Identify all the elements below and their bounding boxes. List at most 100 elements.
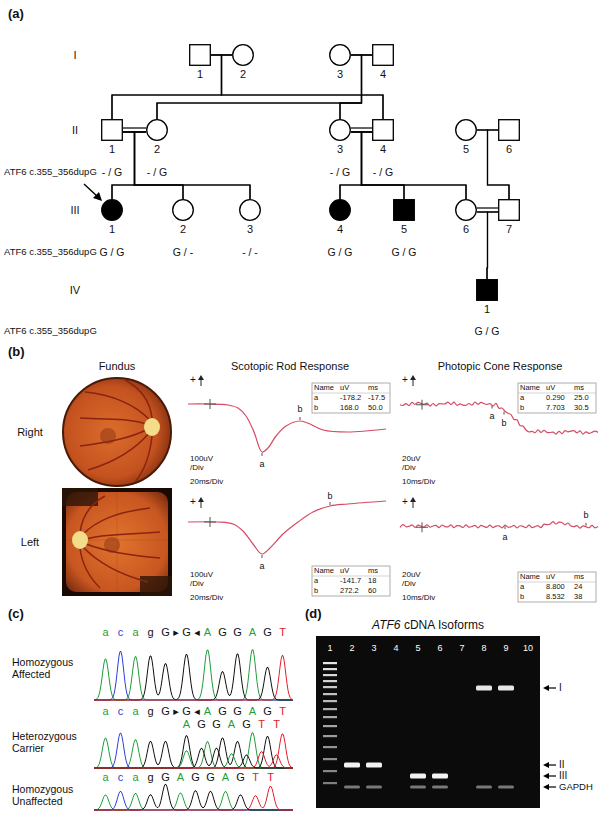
variant-label: ATF6 c.355_356dupG bbox=[4, 326, 97, 337]
table-cell: 0.290 bbox=[546, 394, 565, 403]
individual-number: 2 bbox=[180, 223, 186, 235]
chromatogram-trace bbox=[94, 786, 293, 810]
line-segment bbox=[157, 55, 362, 119]
base-letter: ▸ bbox=[173, 626, 179, 639]
ladder-band bbox=[323, 746, 337, 748]
female-symbol bbox=[330, 200, 351, 221]
pedigree-individual: 2 bbox=[146, 119, 168, 141]
pedigree-individual: 4 bbox=[372, 119, 394, 141]
pedigree-line bbox=[351, 132, 466, 199]
pedigree-individual: 1 bbox=[189, 44, 211, 66]
genotype: - / G bbox=[373, 166, 393, 178]
line-segment bbox=[477, 212, 488, 279]
lane-number: 3 bbox=[371, 643, 376, 653]
ladder-band bbox=[323, 770, 337, 772]
base-letter: A bbox=[200, 705, 215, 718]
genotype: G / - bbox=[173, 246, 193, 258]
table-cell: ms bbox=[574, 384, 584, 393]
drawing-part bbox=[62, 488, 98, 506]
marker-tick bbox=[505, 526, 506, 529]
band-arrow bbox=[543, 762, 549, 768]
individual-number: 5 bbox=[401, 223, 407, 235]
table-cell: 7.703 bbox=[546, 404, 565, 413]
gel-band bbox=[344, 763, 360, 768]
drawing-part bbox=[86, 532, 160, 539]
table-cell: a bbox=[520, 394, 524, 403]
pedigree-line bbox=[477, 212, 488, 279]
line-segment bbox=[362, 132, 467, 199]
gel-band bbox=[410, 774, 426, 779]
table-cell: Name bbox=[314, 567, 334, 576]
drawing-part bbox=[62, 488, 172, 596]
chromatogram-trace bbox=[94, 650, 293, 700]
base-letter: G bbox=[158, 771, 173, 784]
line-segment bbox=[340, 132, 362, 199]
ladder-band bbox=[323, 693, 337, 695]
erg-trace bbox=[400, 522, 598, 528]
genotype: - / G bbox=[147, 166, 167, 178]
chromatogram-trace bbox=[94, 651, 293, 700]
axis-arrow bbox=[198, 375, 204, 380]
table-cell: b bbox=[520, 593, 524, 602]
table-cell: a bbox=[520, 583, 524, 592]
generation-label: IV bbox=[70, 284, 80, 297]
polarity-mark: + bbox=[190, 496, 196, 508]
value-table bbox=[518, 383, 596, 413]
base-letter: G bbox=[233, 771, 248, 784]
chromatogram-trace bbox=[94, 751, 293, 768]
base-letter: G bbox=[239, 718, 254, 731]
pedigree-line bbox=[123, 132, 183, 199]
base-letter: G bbox=[209, 718, 224, 731]
table-cell: ms bbox=[368, 567, 378, 576]
base-letter: c bbox=[113, 626, 128, 639]
eye-label: Right bbox=[17, 426, 43, 439]
pedigree-individual: 6 bbox=[498, 119, 520, 141]
individual-number: 5 bbox=[463, 143, 469, 155]
base-letter: G bbox=[158, 626, 173, 639]
ladder-band bbox=[323, 686, 337, 688]
erg-trace bbox=[188, 501, 386, 554]
drawing-part bbox=[72, 531, 88, 549]
axis-scale: 100uV /Div bbox=[190, 454, 220, 472]
drawing-part bbox=[135, 436, 152, 482]
fundus-photo-left bbox=[62, 488, 172, 596]
table-cell: b bbox=[314, 404, 318, 413]
marker-tick bbox=[262, 555, 263, 558]
base-letter: g bbox=[143, 771, 158, 784]
table-cell: b bbox=[520, 404, 524, 413]
pedigree-individual: 4 bbox=[329, 199, 351, 221]
pedigree-symbol bbox=[329, 119, 351, 141]
male-symbol bbox=[499, 120, 520, 141]
base-letter: a bbox=[98, 705, 113, 718]
base-letter: A bbox=[173, 771, 188, 784]
lane-number: 9 bbox=[503, 643, 508, 653]
proband-arrow bbox=[84, 184, 102, 201]
male-symbol bbox=[477, 280, 498, 301]
genotype-row-label: Homozygous Unaffected bbox=[12, 783, 92, 807]
panel-letter: (c) bbox=[8, 607, 24, 622]
line-segment bbox=[362, 132, 405, 199]
pedigree-individual: 2 bbox=[232, 44, 254, 66]
axis-scale: 20ms/Div bbox=[190, 477, 223, 486]
chromatogram-trace bbox=[94, 733, 293, 768]
male-symbol bbox=[373, 120, 394, 141]
base-letter: T bbox=[248, 771, 263, 784]
chromatogram-trace bbox=[94, 734, 293, 768]
pedigree-line bbox=[135, 132, 251, 199]
chromatogram-trace bbox=[94, 784, 293, 810]
female-symbol bbox=[240, 200, 261, 221]
table-cell: -141.7 bbox=[340, 577, 361, 586]
table-cell: uV bbox=[546, 384, 555, 393]
base-letter: G bbox=[260, 705, 275, 718]
pedigree-individual: 1 bbox=[101, 119, 123, 141]
panel-letter: (d) bbox=[305, 607, 322, 622]
lane-number: 5 bbox=[415, 643, 420, 653]
band-arrow bbox=[543, 773, 549, 779]
axis-arrow bbox=[198, 497, 204, 502]
column-heading: Fundus bbox=[99, 360, 136, 373]
individual-number: 2 bbox=[240, 68, 246, 80]
genotype: G / G bbox=[99, 246, 124, 258]
pedigree-symbol bbox=[239, 199, 261, 221]
table-cell: 8.532 bbox=[546, 593, 565, 602]
fundus-photo-right bbox=[63, 378, 171, 486]
